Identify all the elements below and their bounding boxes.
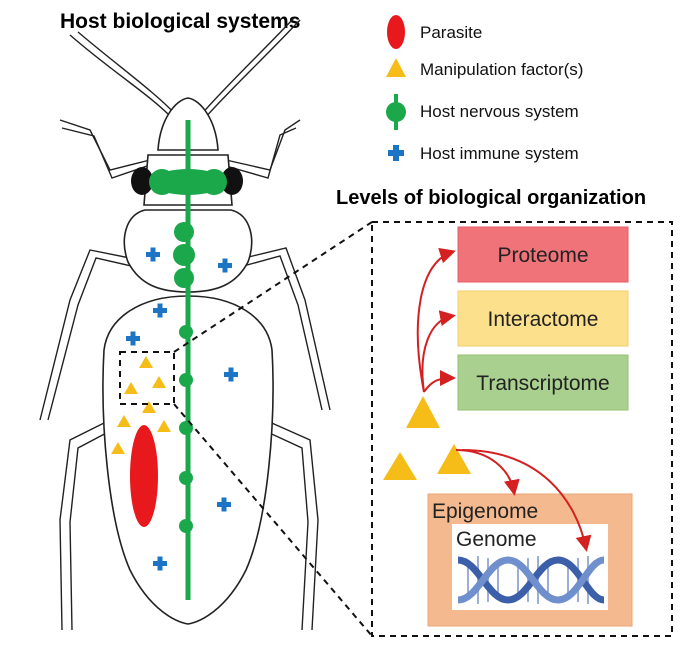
plus-icon — [218, 258, 232, 273]
plus-icon — [146, 247, 160, 262]
dna-helix-icon — [457, 556, 605, 604]
legend-label-nervous: Host nervous system — [420, 102, 579, 121]
plus-icon — [126, 331, 140, 346]
eye-left-icon — [131, 167, 153, 195]
parasite — [130, 425, 158, 527]
transcriptome-label: Transcriptome — [476, 372, 609, 395]
plus-icon — [224, 367, 238, 382]
parasite-ellipse-icon — [387, 15, 405, 49]
plus-icon — [388, 145, 404, 161]
manipulation-factors-beetle — [111, 356, 171, 454]
legend-label-manipulation: Manipulation factor(s) — [420, 60, 583, 79]
beetle-illustration — [39, 17, 331, 631]
levels-panel — [371, 221, 673, 637]
proteome-box: Proteome — [457, 226, 629, 283]
plus-icon — [153, 303, 167, 318]
plus-icon — [217, 497, 231, 512]
zoom-indicator — [119, 221, 373, 637]
manipulation-factors-panel — [383, 396, 471, 480]
host-immune-system — [126, 247, 238, 571]
triangle-icon — [386, 58, 406, 77]
genome-label: Genome — [456, 528, 537, 551]
nervous-node-icon — [386, 94, 406, 130]
interactome-box: Interactome — [457, 290, 629, 347]
legend: Parasite Manipulation factor(s) Host ner… — [386, 15, 583, 163]
plus-icon — [153, 556, 167, 571]
eye-right-icon — [221, 167, 243, 195]
legend-label-immune: Host immune system — [420, 144, 579, 163]
host-nervous-system — [149, 120, 227, 600]
epigenome-label: Epigenome — [432, 500, 538, 523]
transcriptome-box: Transcriptome — [457, 354, 629, 411]
interactome-label: Interactome — [488, 308, 599, 331]
proteome-label: Proteome — [497, 244, 588, 267]
levels-title: Levels of biological organization — [336, 187, 646, 209]
figure-title: Host biological systems — [60, 10, 300, 33]
legend-label-parasite: Parasite — [420, 23, 482, 42]
regulation-arrows — [416, 247, 592, 552]
